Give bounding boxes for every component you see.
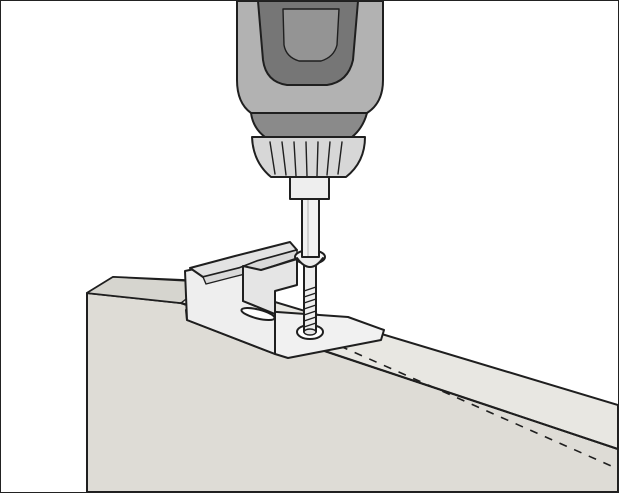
drill-chuck-grooves bbox=[269, 141, 343, 177]
bracket-inner-wall bbox=[242, 258, 298, 315]
bracket-crease bbox=[186, 319, 276, 355]
bracket bbox=[184, 241, 385, 359]
drill-handle-highlight bbox=[282, 8, 340, 62]
drill-collar bbox=[250, 112, 368, 138]
bracket-slot bbox=[240, 307, 276, 321]
screw-tip bbox=[303, 328, 317, 336]
board bbox=[86, 276, 618, 492]
drill bbox=[236, 1, 384, 258]
drill-nose bbox=[289, 176, 330, 200]
dashed-guide-line bbox=[339, 345, 618, 470]
drill-chuck bbox=[251, 136, 366, 178]
screw-neck bbox=[296, 257, 324, 268]
drill-bit bbox=[301, 198, 320, 258]
screw-threads bbox=[303, 286, 317, 328]
